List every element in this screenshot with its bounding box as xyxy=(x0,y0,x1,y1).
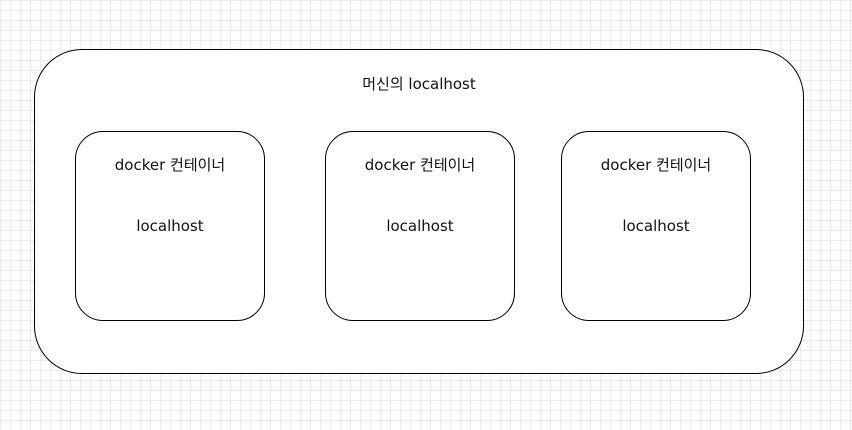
machine-host-box[interactable]: 머신의 localhost docker 컨테이너 localhost dock… xyxy=(34,49,804,374)
docker-container-title-3: docker 컨테이너 xyxy=(600,156,712,174)
docker-container-localhost-1: localhost xyxy=(136,217,204,235)
docker-container-localhost-2: localhost xyxy=(386,217,454,235)
docker-container-box-3[interactable]: docker 컨테이너 localhost xyxy=(561,131,751,321)
docker-container-box-1[interactable]: docker 컨테이너 localhost xyxy=(75,131,265,321)
docker-container-title-1: docker 컨테이너 xyxy=(114,156,226,174)
machine-host-label: 머신의 localhost xyxy=(362,75,476,93)
docker-container-title-2: docker 컨테이너 xyxy=(364,156,476,174)
docker-container-localhost-3: localhost xyxy=(622,217,690,235)
docker-container-box-2[interactable]: docker 컨테이너 localhost xyxy=(325,131,515,321)
